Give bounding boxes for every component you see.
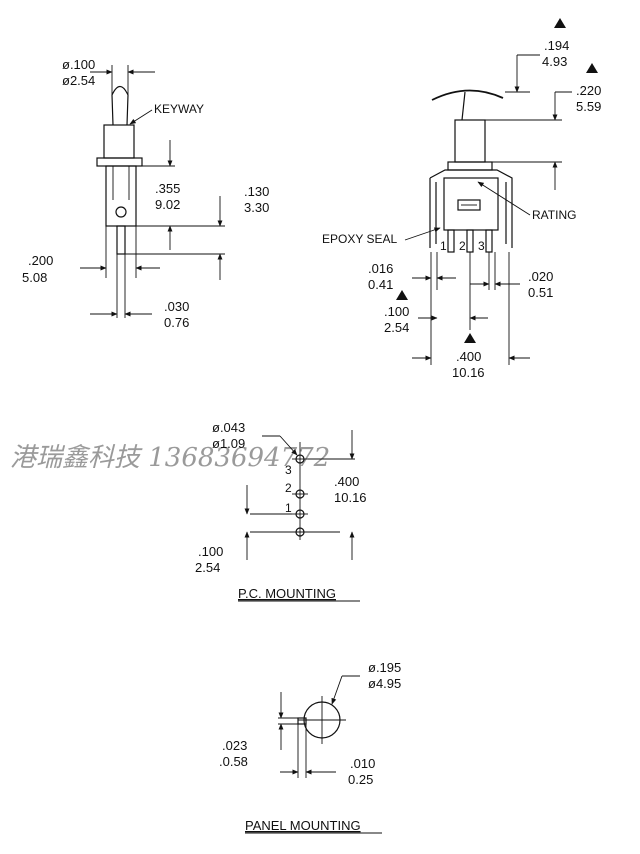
pc-hole-in: ø.043 <box>212 420 245 435</box>
rating-label: RATING <box>532 208 576 222</box>
side-lever <box>111 85 129 126</box>
front-pinthk-in: .016 <box>368 261 393 276</box>
side-width-in: .200 <box>28 253 53 268</box>
side-height-mm: 9.02 <box>155 197 180 212</box>
pc-pitch-mm: 2.54 <box>195 560 220 575</box>
panel-hole-mm: ø4.95 <box>368 676 401 691</box>
side-view: ø.100 ø2.54 KEYWAY .355 9.02 .130 3.30 .… <box>22 57 269 330</box>
panel-hole-in: ø.195 <box>368 660 401 675</box>
front-pin-1: 1 <box>440 239 447 253</box>
panel-offset-mm: .0.58 <box>219 754 248 769</box>
front-pitch-in: .100 <box>384 304 409 319</box>
side-pinw-mm: 0.76 <box>164 315 189 330</box>
dim-arrow <box>279 435 298 456</box>
panel-key <box>297 717 307 725</box>
front-pin-3: 3 <box>478 239 485 253</box>
side-dia-in: ø.100 <box>62 57 95 72</box>
side-pinw-in: .030 <box>164 299 189 314</box>
front-bracket-inner <box>435 182 507 244</box>
front-pinthk-mm: 0.41 <box>368 277 393 292</box>
rev-triangle <box>464 333 476 343</box>
front-pinw-mm: 0.51 <box>528 285 553 300</box>
side-width-mm: 5.08 <box>22 270 47 285</box>
front-lever-in: .194 <box>544 38 569 53</box>
epoxy-label: EPOXY SEAL <box>322 232 397 246</box>
front-flange <box>447 161 493 171</box>
pc-span-in: .400 <box>334 474 359 489</box>
pc-pin-1: 1 <box>285 501 292 515</box>
front-pin <box>447 229 455 253</box>
dim-arrow <box>331 675 343 705</box>
side-flange <box>96 157 143 167</box>
front-bushing-in: .220 <box>576 83 601 98</box>
side-height-in: .355 <box>155 181 180 196</box>
pc-span-mm: 10.16 <box>334 490 367 505</box>
pc-mounting-title: P.C. MOUNTING <box>238 586 336 601</box>
front-bushing <box>454 119 486 163</box>
pc-hole-mm: ø1.09 <box>212 436 245 451</box>
panel-offset-in: .023 <box>222 738 247 753</box>
front-bracket <box>429 169 513 248</box>
panel-key-in: .010 <box>350 756 375 771</box>
rating-plate <box>457 199 481 211</box>
front-body <box>443 177 499 231</box>
front-lever-stem <box>461 91 466 121</box>
front-bodyw-mm: 10.16 <box>452 365 485 380</box>
rating-leader <box>477 181 531 216</box>
panel-mounting-view: ø.195 ø4.95 .023 .0.58 .010 0.25 PANEL M… <box>219 660 401 834</box>
side-pinlen-in: .130 <box>244 184 269 199</box>
front-pin <box>466 229 474 253</box>
front-pin <box>485 229 493 253</box>
keyway-label: KEYWAY <box>154 102 204 116</box>
panel-mounting-title: PANEL MOUNTING <box>245 818 361 833</box>
side-pinlen-mm: 3.30 <box>244 200 269 215</box>
epoxy-leader <box>404 227 441 241</box>
front-pin-2: 2 <box>459 239 466 253</box>
panel-key-mm: 0.25 <box>348 772 373 787</box>
rev-triangle <box>586 63 598 73</box>
front-lever-mm: 4.93 <box>542 54 567 69</box>
front-lever-top <box>431 89 504 101</box>
front-pitch-mm: 2.54 <box>384 320 409 335</box>
pc-pin-3: 3 <box>285 463 292 477</box>
side-dia-mm: ø2.54 <box>62 73 95 88</box>
side-pin <box>116 225 126 255</box>
side-rivet <box>115 206 127 218</box>
front-pinw-in: .020 <box>528 269 553 284</box>
pc-pitch-in: .100 <box>198 544 223 559</box>
front-bushing-mm: 5.59 <box>576 99 601 114</box>
front-bodyw-in: .400 <box>456 349 481 364</box>
pc-pin-2: 2 <box>285 481 292 495</box>
pc-mounting-view: 3 2 1 ø.043 ø1.09 .400 10.16 .100 2.54 P… <box>195 420 367 602</box>
rev-triangle <box>554 18 566 28</box>
side-bushing <box>103 124 135 159</box>
front-view: 1 2 3 .194 4.93 .220 5.59 RATING EPOXY S… <box>322 18 601 380</box>
keyway-leader <box>129 109 153 125</box>
watermark: 港瑞鑫科技 13683694772 <box>10 443 330 473</box>
rev-triangle <box>396 290 408 300</box>
